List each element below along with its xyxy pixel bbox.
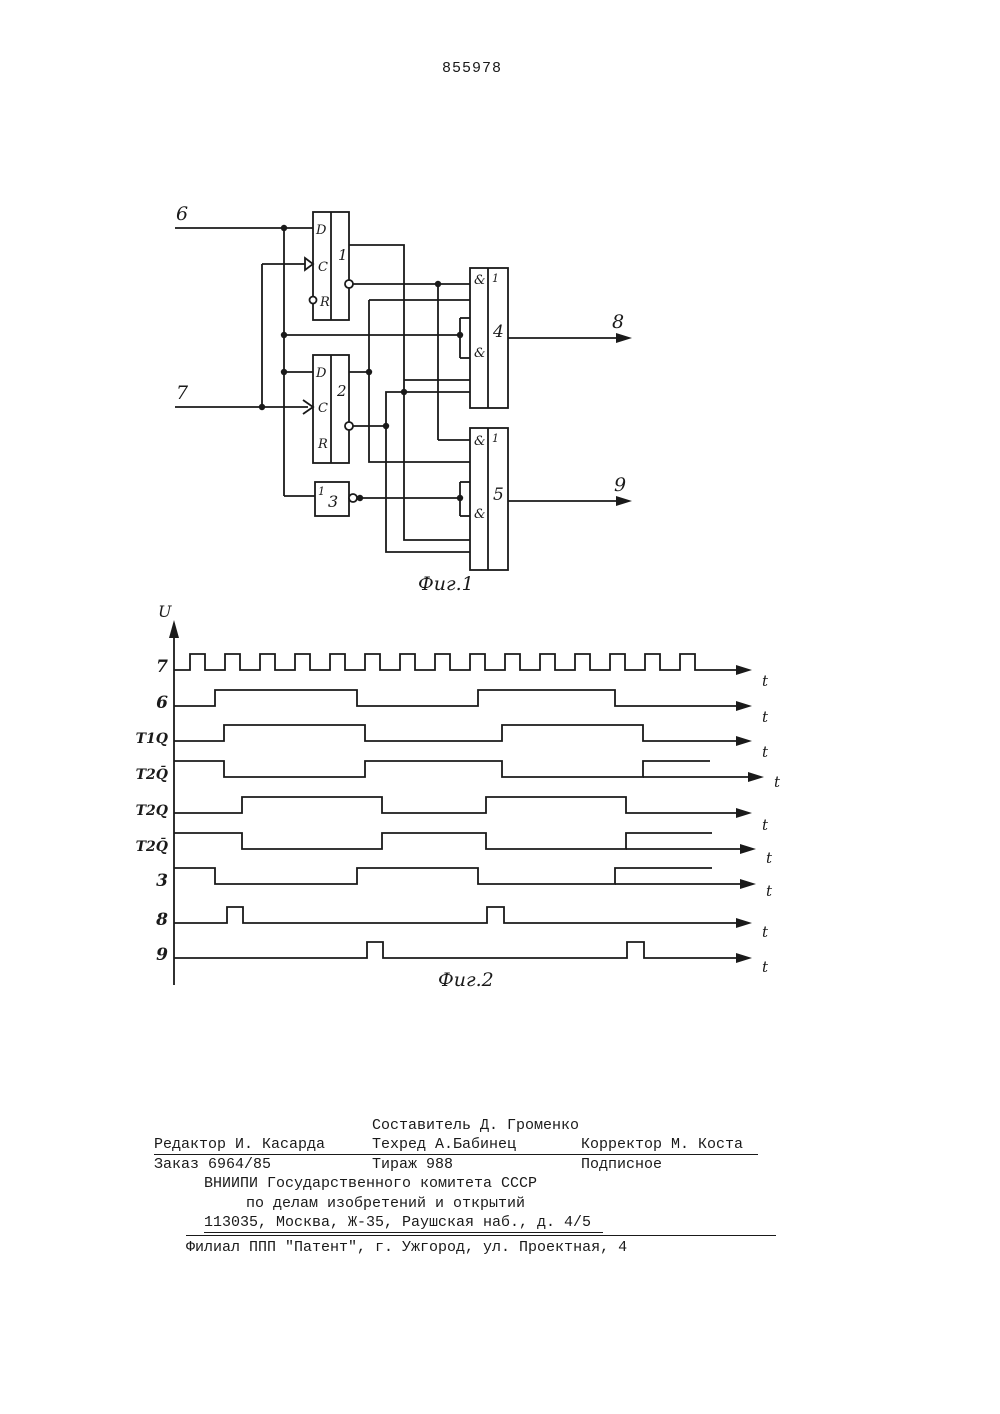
time-label-7: t	[766, 882, 773, 900]
time-label-2: t	[762, 708, 769, 726]
signal-label-7: 3	[156, 871, 168, 891]
axis-u-label: U	[158, 602, 172, 621]
trace-row-3	[174, 725, 748, 741]
signal-label-6: T2Q̄	[136, 836, 168, 855]
signal-label-3: T1Q	[136, 731, 168, 747]
trace-row-6-arrow	[740, 844, 756, 854]
signal-label-1: 7	[156, 657, 168, 677]
trace-row-9	[174, 942, 748, 958]
trace-row-5-arrow	[736, 808, 752, 818]
time-label-1: t	[762, 672, 769, 690]
trace-row-4	[174, 761, 710, 777]
subscription-text: Подписное	[581, 1155, 662, 1174]
time-label-8: t	[762, 923, 769, 941]
trace-row-6	[174, 833, 712, 849]
editor-line: Редактор И. Касарда Техред А.Бабинец Кор…	[154, 1135, 758, 1155]
trace-row-9-arrow	[736, 953, 752, 963]
trace-row-3-arrow	[736, 736, 752, 746]
trace-row-4-arrow	[748, 772, 764, 782]
org-line-2: по делам изобретений и открытий	[246, 1194, 525, 1213]
techred-text: Техред А.Бабинец	[372, 1135, 516, 1154]
signal-label-5: T2Q	[136, 803, 168, 819]
trace-row-2-arrow	[736, 701, 752, 711]
trace-row-1	[174, 654, 748, 670]
time-label-6: t	[766, 849, 773, 867]
signal-label-2: 6	[156, 693, 168, 713]
time-label-9: t	[762, 958, 769, 976]
circulation-text: Тираж 988	[372, 1155, 453, 1174]
trace-row-7-arrow	[740, 879, 756, 889]
trace-row-8-arrow	[736, 918, 752, 928]
branch-line: Филиал ППП "Патент", г. Ужгород, ул. Про…	[186, 1235, 776, 1257]
trace-row-2	[174, 690, 748, 706]
address-line: 113035, Москва, Ж-35, Раушская наб., д. …	[204, 1213, 603, 1233]
editor-text: Редактор И. Касарда	[154, 1135, 325, 1154]
order-text: Заказ 6964/85	[154, 1155, 271, 1174]
signal-label-8: 8	[155, 910, 168, 930]
time-label-4: t	[774, 773, 781, 791]
trace-row-7	[174, 868, 712, 884]
signal-label-4: T2Q̄	[136, 764, 168, 783]
trace-row-1-arrow	[736, 665, 752, 675]
figure-2-caption: Фиг.2	[438, 969, 494, 991]
trace-row-8	[174, 907, 748, 923]
org-line-1: ВНИИПИ Государственного комитета СССР	[204, 1174, 537, 1193]
time-label-3: t	[762, 743, 769, 761]
time-label-5: t	[762, 816, 769, 834]
trace-row-5	[174, 797, 748, 813]
compiler-line: Составитель Д. Громенко	[372, 1116, 579, 1135]
signal-label-9: 9	[156, 945, 168, 965]
corrector-text: Корректор М. Коста	[581, 1135, 743, 1154]
